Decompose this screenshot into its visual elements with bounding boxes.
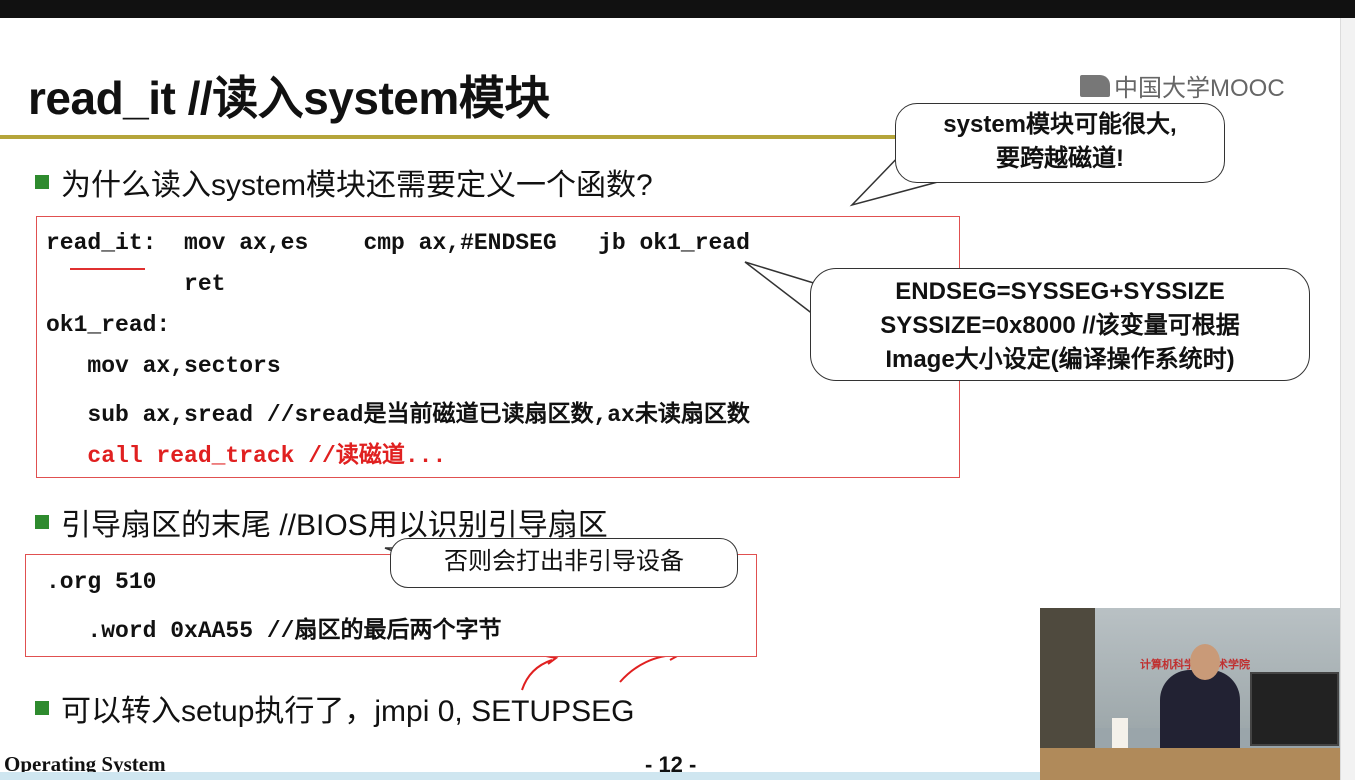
window-top-bar bbox=[0, 0, 1355, 18]
bullet-boot-sector-end: 引导扇区的末尾 //BIOS用以识别引导扇区 bbox=[35, 500, 608, 544]
code-block-read-it bbox=[36, 216, 960, 478]
callout-line: Image大小设定(编译操作系统时) bbox=[885, 346, 1235, 373]
instructor-head bbox=[1190, 644, 1220, 680]
side-scrollbar[interactable] bbox=[1340, 18, 1355, 780]
mooc-logo-icon bbox=[1080, 74, 1110, 97]
video-desk bbox=[1040, 748, 1340, 780]
code-line: ret bbox=[46, 271, 226, 297]
bullet-square-icon bbox=[35, 701, 49, 715]
code-line: sub ax,sread //sread是当前磁道已读扇区数,ax未读扇区数 bbox=[46, 402, 750, 428]
label-underline bbox=[70, 268, 145, 270]
bullet-square-icon bbox=[35, 515, 49, 529]
callout-line: ENDSEG=SYSSEG+SYSSIZE bbox=[895, 278, 1225, 305]
callout-non-boot-device: 否则会打出非引导设备 bbox=[390, 538, 738, 588]
title-underline bbox=[0, 135, 900, 139]
callout-endseg: ENDSEG=SYSSEG+SYSSIZE SYSSIZE=0x8000 //该… bbox=[810, 268, 1310, 381]
mooc-logo: 中国大学MOOC bbox=[1080, 68, 1285, 103]
code-line-highlight: call read_track //读磁道... bbox=[46, 443, 447, 469]
code-line: mov ax,sectors bbox=[46, 353, 281, 379]
bullet-text: 可以转入setup执行了，jmpi 0, SETUPSEG bbox=[61, 695, 635, 728]
bullet-text: 引导扇区的末尾 //BIOS用以识别引导扇区 bbox=[61, 509, 608, 542]
code-line: ok1_read: bbox=[46, 312, 171, 338]
video-cup bbox=[1112, 718, 1128, 748]
callout-line: SYSSIZE=0x8000 //该变量可根据 bbox=[880, 312, 1240, 339]
slide-title: read_it //读入system模块 bbox=[28, 72, 550, 124]
instructor-video[interactable]: 计算机科学与技术学院 bbox=[1040, 608, 1340, 780]
instructor bbox=[1160, 670, 1240, 760]
mooc-logo-text: 中国大学MOOC bbox=[1114, 75, 1285, 102]
footer-decoration bbox=[0, 772, 1040, 780]
callout-line: system模块可能很大, bbox=[943, 111, 1177, 138]
code-line: .word 0xAA55 //扇区的最后两个字节 bbox=[46, 618, 502, 644]
bullet-square-icon bbox=[35, 175, 49, 189]
callout-system-large: system模块可能很大, 要跨越磁道! bbox=[895, 103, 1225, 183]
code-line: .org 510 bbox=[46, 569, 157, 595]
bullet-text: 为什么读入system模块还需要定义一个函数? bbox=[61, 169, 653, 202]
callout-line: 要跨越磁道! bbox=[996, 145, 1124, 172]
video-monitor bbox=[1250, 672, 1339, 746]
code-line: read_it: mov ax,es cmp ax,#ENDSEG jb ok1… bbox=[46, 230, 750, 256]
bullet-why-function: 为什么读入system模块还需要定义一个函数? bbox=[35, 160, 653, 204]
bullet-jump-setup: 可以转入setup执行了，jmpi 0, SETUPSEG bbox=[35, 686, 634, 730]
